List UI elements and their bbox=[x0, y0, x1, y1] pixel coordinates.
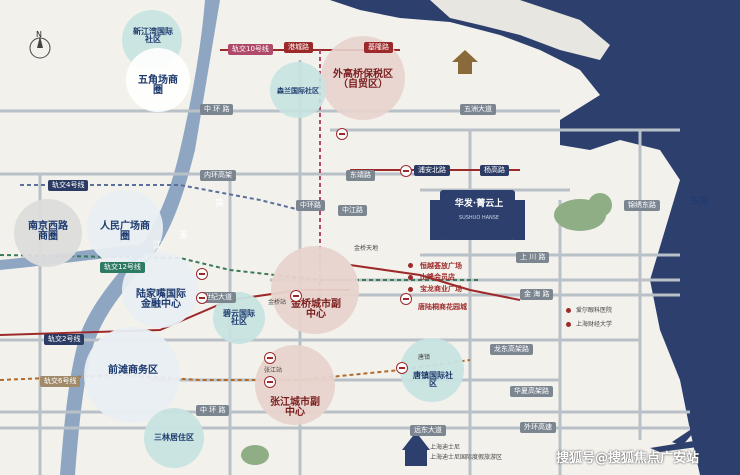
poi-disney: 上海迪士尼国际度假旅游区 bbox=[430, 454, 503, 461]
zone-nanjing: 南京西路商圈 bbox=[28, 221, 68, 242]
zone-peoples: 人民广场商圈 bbox=[100, 221, 150, 242]
road-jinxiu: 锦绣东路 bbox=[624, 200, 660, 211]
zone-qiantan: 前滩商务区 bbox=[108, 365, 158, 376]
poi-jinqiao-station: 金桥站 bbox=[268, 299, 287, 306]
poi-tangzhen-station: 唐镇 bbox=[418, 354, 431, 361]
road-line2: 轨交2号线 bbox=[44, 334, 85, 345]
airport-icon bbox=[650, 430, 705, 452]
qiantan-circle bbox=[84, 327, 180, 423]
project-block bbox=[440, 190, 515, 240]
road-shangchuan: 上 川 路 bbox=[516, 252, 550, 263]
zone-xinjiang: 新江湾国际社区 bbox=[133, 27, 173, 44]
metro-station-icon bbox=[196, 268, 208, 280]
metro-station-icon bbox=[264, 376, 276, 388]
road-mid-ring-north: 中 环 路 bbox=[200, 104, 234, 115]
road-inner-ring: 内环高架 bbox=[200, 170, 236, 181]
road-yuanzhen: 远东大道 bbox=[410, 425, 446, 436]
sanlin-circle bbox=[144, 408, 204, 468]
poi-dot bbox=[566, 308, 571, 313]
nanjing-circle bbox=[14, 199, 82, 267]
poi-shanfeng: 山峰会员店 bbox=[420, 273, 455, 281]
zhangjiang-circle bbox=[255, 345, 335, 425]
poi-jinqiao-tiandi: 金桥天地 bbox=[354, 245, 379, 252]
zone-gaoqiao: 外高桥保税区（自贸区） bbox=[333, 69, 393, 90]
road-century: 世纪大道 bbox=[200, 292, 236, 303]
zone-lujiazui: 陆家嘴国际金融中心 bbox=[136, 289, 186, 310]
poi-shangcai: 上海财经大学 bbox=[576, 321, 613, 328]
east-sea-label: 东海 bbox=[690, 197, 709, 207]
poi-dot bbox=[408, 287, 413, 292]
metro-station-icon bbox=[290, 290, 302, 302]
poi-baolong: 宝龙商业广场 bbox=[420, 285, 462, 293]
zone-wujiaochang: 五角场商圈 bbox=[138, 75, 178, 96]
river-label-2: 浦 bbox=[178, 231, 188, 241]
zone-senlan: 森兰国际社区 bbox=[277, 87, 319, 95]
road-mid-ring-south: 中 环 路 bbox=[196, 405, 230, 416]
metro-station-icon bbox=[396, 362, 408, 374]
metro-station-icon bbox=[196, 292, 208, 304]
bisheng-circle bbox=[213, 292, 265, 344]
compass-north-label: N bbox=[36, 30, 42, 39]
tangzhen-circle bbox=[400, 338, 464, 402]
jinqiao-circle bbox=[271, 246, 359, 334]
poi-dot bbox=[566, 322, 571, 327]
road-line12: 轨交12号线 bbox=[100, 262, 145, 273]
road-wuzhou: 五洲大道 bbox=[460, 104, 496, 115]
river-label-3: 江 bbox=[153, 241, 163, 251]
road-mid-ring-vertical: 中环路 bbox=[296, 200, 325, 211]
road-dongjing: 东靖路 bbox=[346, 170, 375, 181]
gaoqiao-circle bbox=[321, 36, 405, 120]
poi-tangmu: 唐陆桐商花园城 bbox=[418, 303, 467, 311]
zone-sanlin: 三林居住区 bbox=[154, 433, 194, 442]
zone-tangzhen: 唐镇国际社区 bbox=[413, 371, 453, 388]
zone-zhangjiang: 张江城市副中心 bbox=[270, 397, 320, 418]
road-outer-ring: 外环高速 bbox=[520, 422, 556, 433]
poi-hengyue: 恒越荟放广场 bbox=[420, 262, 462, 270]
sea bbox=[330, 0, 740, 475]
metro-station-icon bbox=[400, 165, 412, 177]
road-jinhai: 金 海 路 bbox=[520, 289, 554, 300]
poi-zhangjiang-station: 张江站 bbox=[264, 367, 283, 374]
road-gangcheng: 港城路 bbox=[284, 42, 313, 53]
poi-dot bbox=[408, 275, 413, 280]
watermark: 搜狐号@搜狐焦点广安站 bbox=[556, 451, 700, 466]
peoples-circle bbox=[87, 190, 163, 266]
poi-aier: 爱尔眼科医院 bbox=[576, 307, 613, 314]
project-name: 华发·菁云上 bbox=[454, 199, 504, 209]
road-hongan: 浦安北路 bbox=[414, 165, 450, 176]
senlan-circle bbox=[270, 62, 326, 118]
road-line6: 轨交6号线 bbox=[40, 376, 81, 387]
river-label-1: 黄 bbox=[215, 199, 225, 209]
poi-metro-shanghai: 上海迪士尼 bbox=[430, 444, 461, 451]
road-yanggao: 杨高路 bbox=[480, 165, 509, 176]
castle-icon bbox=[402, 432, 430, 466]
road-zhongjiang: 中江路 bbox=[338, 205, 367, 216]
wujiaochang-circle bbox=[126, 48, 190, 112]
metro-station-icon bbox=[264, 352, 276, 364]
zone-bisheng: 碧云国际社区 bbox=[223, 309, 255, 326]
metro-station-icon bbox=[336, 128, 348, 140]
metro-station-icon bbox=[400, 293, 412, 305]
road-line4: 轨交4号线 bbox=[48, 180, 89, 191]
poi-dot bbox=[408, 263, 413, 268]
project-subtitle: SUSHUO HANSE bbox=[458, 215, 500, 221]
compass-icon bbox=[29, 36, 51, 59]
road-line10: 轨交10号线 bbox=[228, 44, 273, 55]
road-jiliu: 基隆路 bbox=[364, 42, 393, 53]
zone-jinqiao: 金桥城市副中心 bbox=[291, 299, 341, 320]
road-longdong: 龙东高架路 bbox=[490, 344, 533, 355]
road-huaxia: 华夏高架路 bbox=[510, 386, 553, 397]
